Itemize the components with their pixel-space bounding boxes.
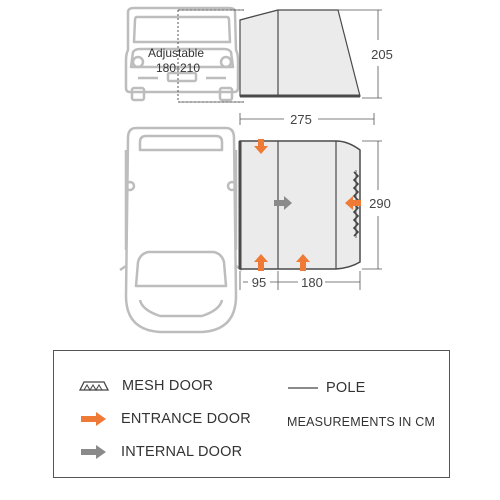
internal-door-label: INTERNAL DOOR (121, 444, 243, 460)
mesh-door-label: MESH DOOR (122, 378, 214, 394)
pole-line-icon (288, 387, 318, 389)
entrance-arrow-top (254, 139, 268, 154)
legend-internal-door: INTERNAL DOOR (79, 444, 242, 460)
tent-side-elevation (239, 9, 361, 98)
depth-dimension-label: 290 (369, 196, 391, 211)
legend-mesh-door: MESH DOOR (78, 378, 213, 394)
tent-floor-plan (238, 140, 361, 270)
van-height-label-line1: Adjustable (148, 46, 204, 60)
height-dimension-label: 205 (371, 47, 393, 62)
legend-pole: POLE (288, 380, 366, 396)
van-front-view (124, 6, 240, 102)
entrance-arrow-icon (81, 412, 106, 426)
left-section-label: 95 (252, 275, 266, 290)
width-dimension-line (239, 113, 375, 125)
entrance-door-label: ENTRANCE DOOR (121, 411, 251, 427)
internal-door-arrow (274, 196, 292, 210)
height-dimension-line (338, 9, 382, 99)
mesh-door-icon (78, 381, 110, 391)
right-section-label: 180 (301, 275, 323, 290)
entrance-arrow-side (345, 196, 361, 210)
depth-dimension-line (362, 140, 382, 270)
legend-measurements-note: MEASUREMENTS IN CM (287, 415, 435, 429)
pole-label: POLE (326, 380, 366, 396)
internal-arrow-icon (81, 445, 106, 459)
section-dimension-line (239, 271, 361, 290)
measurements-note: MEASUREMENTS IN CM (287, 415, 436, 429)
legend-entrance-door: ENTRANCE DOOR (79, 411, 251, 427)
van-top-view (119, 126, 243, 334)
entrance-arrow-bottom-left (254, 254, 268, 271)
legend-box: MESH DOOR ENTRANCE DOOR INTERNAL DOOR PO… (53, 350, 450, 478)
width-dimension-label: 275 (290, 112, 312, 127)
entrance-arrow-bottom-middle (296, 254, 310, 271)
